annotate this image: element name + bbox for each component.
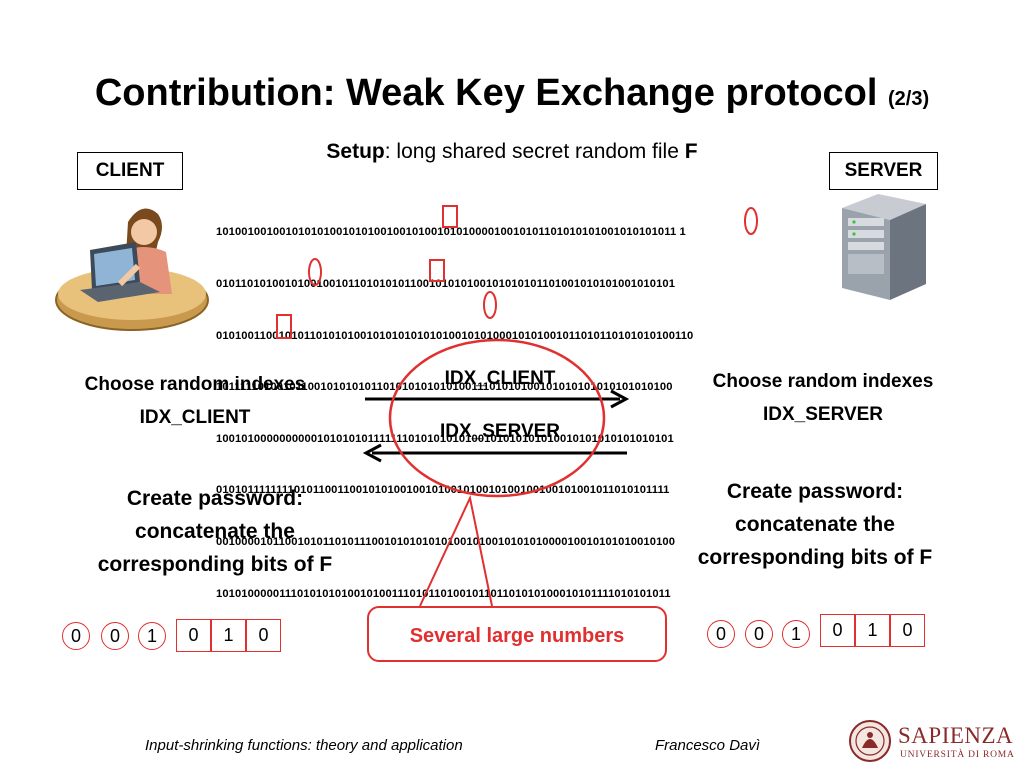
client-bit-circled: 0 bbox=[101, 622, 129, 650]
random-bit-file: 1010010010010101010010101001001010010101… bbox=[216, 190, 693, 620]
server-label: SERVER bbox=[844, 160, 923, 181]
client-create-line: corresponding bits of F bbox=[97, 553, 333, 576]
server-create-line: Create password: bbox=[726, 480, 904, 503]
client-illustration bbox=[55, 208, 209, 331]
server-create-line: concatenate the bbox=[735, 513, 895, 536]
client-choose-line: Choose random indexes bbox=[84, 374, 306, 395]
client-box: CLIENT bbox=[77, 152, 183, 190]
bit-marker-box bbox=[429, 259, 445, 282]
bit-marker-box bbox=[276, 314, 292, 339]
logo-name: SAPIENZA bbox=[898, 723, 1014, 748]
arrow-head-left bbox=[362, 443, 382, 463]
arrow-head-right bbox=[610, 389, 630, 409]
client-choose-text: Choose random indexes IDX_CLIENT bbox=[40, 368, 350, 434]
server-illustration bbox=[842, 194, 926, 300]
bit-row: 0010000101100101011010111001010101010100… bbox=[216, 536, 676, 549]
title-main: Contribution: Weak Key Exchange protocol bbox=[94, 72, 878, 114]
bit-row: 1010010010010101010010101001001010010101… bbox=[216, 226, 686, 239]
bit-row: 0101101010010100100101101010101100101010… bbox=[216, 278, 676, 291]
callout-pointer bbox=[419, 494, 493, 607]
exchange-idx-server: IDX_SERVER bbox=[439, 421, 561, 442]
footer-title: Input-shrinking functions: theory and ap… bbox=[145, 737, 463, 754]
callout-large-numbers: Several large numbers bbox=[367, 606, 667, 662]
server-create-text: Create password: concatenate the corresp… bbox=[660, 475, 970, 574]
client-create-line: concatenate the bbox=[135, 520, 295, 543]
client-create-line: Create password: bbox=[126, 487, 304, 510]
slide-title: Contribution: Weak Key Exchange protocol… bbox=[0, 72, 1024, 115]
client-bit-circled: 0 bbox=[62, 622, 90, 650]
bit-marker-ellipse bbox=[744, 207, 758, 235]
server-bit-boxed: 0 bbox=[890, 614, 925, 647]
server-box: SERVER bbox=[829, 152, 938, 190]
setup-file: F bbox=[684, 140, 698, 163]
bit-row: 1001010000000000101010101111111010101010… bbox=[216, 432, 674, 445]
setup-label: Setup bbox=[326, 140, 385, 163]
bit-row: 1010100000111010101010010100111010110100… bbox=[216, 587, 671, 600]
title-suffix: (2/3) bbox=[888, 88, 930, 110]
server-choose-text: Choose random indexes IDX_SERVER bbox=[668, 365, 978, 431]
logo-subtitle: UNIVERSITÀ DI ROMA bbox=[900, 750, 1015, 760]
bit-marker-ellipse bbox=[483, 291, 497, 319]
bit-marker-ellipse bbox=[308, 258, 322, 286]
footer-author: Francesco Davì bbox=[655, 737, 761, 754]
server-bit-boxed: 1 bbox=[855, 614, 890, 647]
server-bit-circled: 0 bbox=[745, 620, 773, 648]
client-bit-boxed: 0 bbox=[246, 619, 281, 652]
client-bit-boxed: 1 bbox=[211, 619, 246, 652]
client-bit-boxed: 0 bbox=[176, 619, 211, 652]
sapienza-seal-icon bbox=[849, 720, 891, 762]
client-choose-line: IDX_CLIENT bbox=[139, 407, 251, 428]
setup-text: : long shared secret random file bbox=[384, 140, 685, 163]
client-label: CLIENT bbox=[95, 160, 165, 181]
server-choose-line: Choose random indexes bbox=[712, 371, 934, 392]
server-bit-boxed: 0 bbox=[820, 614, 855, 647]
server-bit-circled: 1 bbox=[782, 620, 810, 648]
server-bit-circled: 0 bbox=[707, 620, 735, 648]
exchange-idx-client: IDX_CLIENT bbox=[444, 368, 556, 389]
bit-row: 0101011111111010110011001010100100101001… bbox=[216, 484, 670, 497]
client-bit-circled: 1 bbox=[138, 622, 166, 650]
bit-row: 0101001100101011010101001010101010101001… bbox=[216, 329, 694, 342]
setup-line: Setup: long shared secret random file F bbox=[0, 140, 1024, 164]
server-choose-line: IDX_SERVER bbox=[762, 404, 884, 425]
highlight-ellipse bbox=[388, 338, 606, 498]
bit-row: 1011111010010110010101010110101010101010… bbox=[216, 381, 673, 394]
client-create-text: Create password: concatenate the corresp… bbox=[60, 482, 370, 581]
bit-marker-box bbox=[442, 205, 458, 228]
server-create-line: corresponding bits of F bbox=[697, 546, 933, 569]
